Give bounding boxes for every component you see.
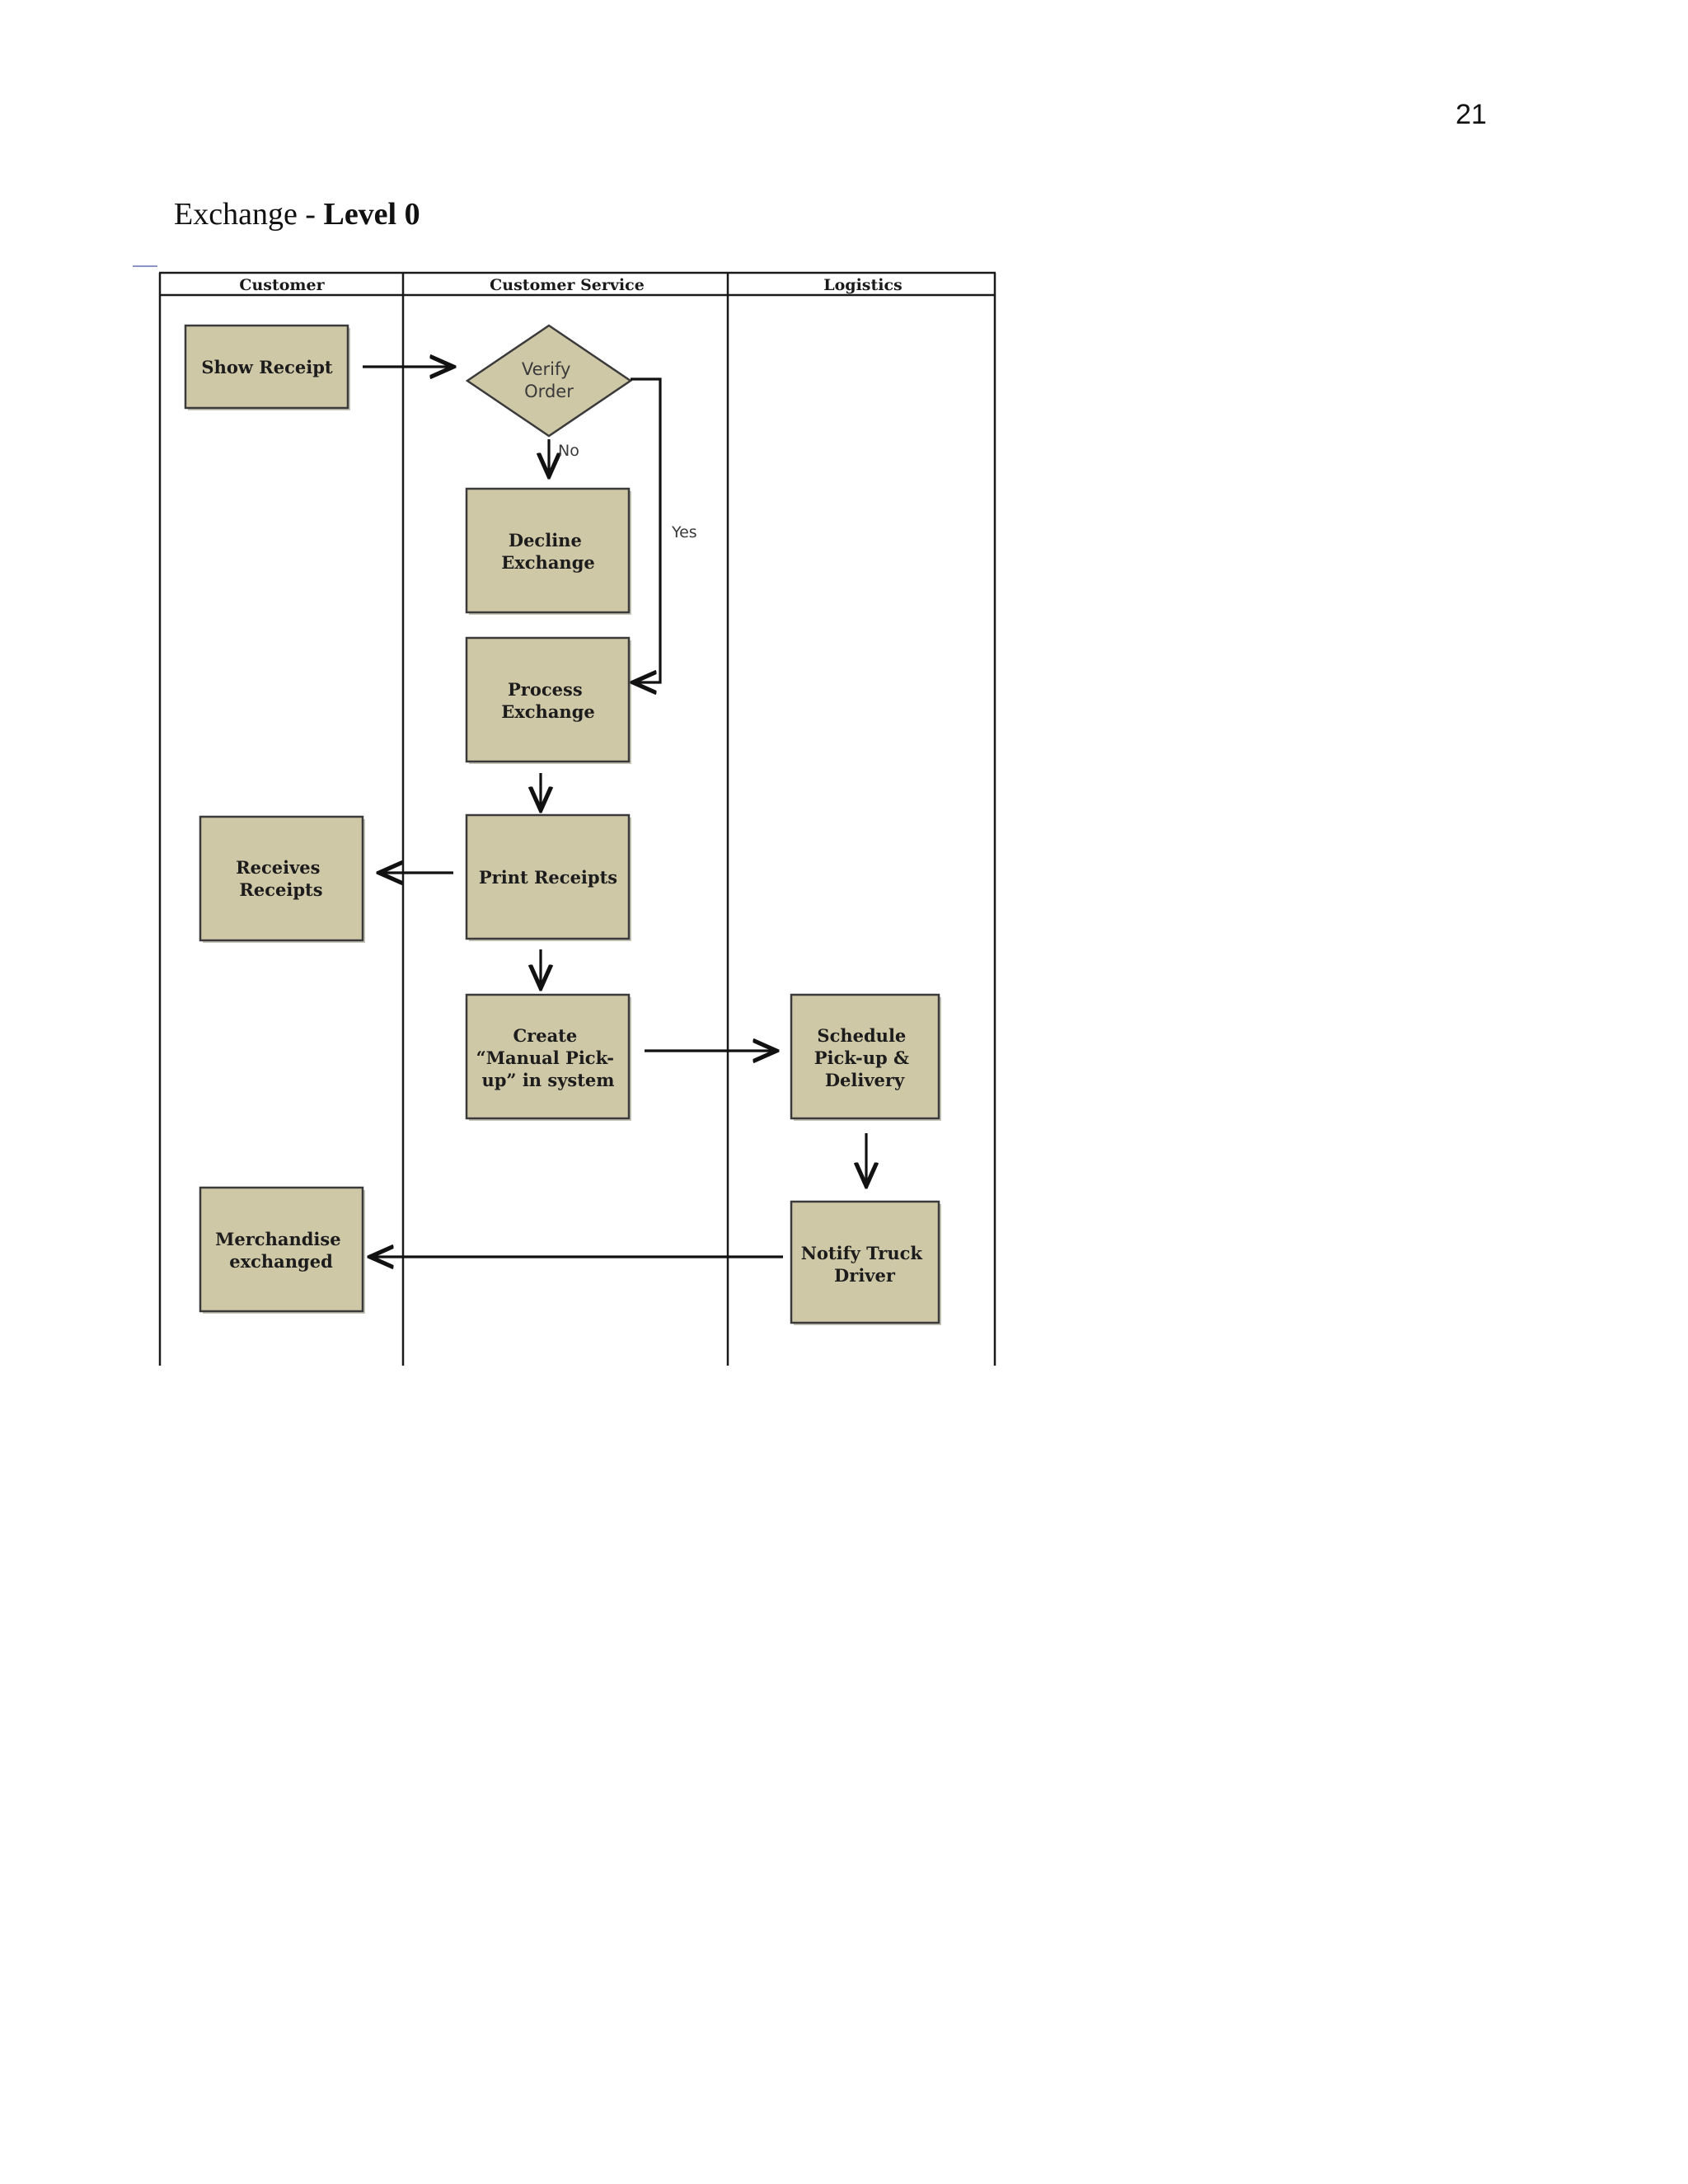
node-receives-receipts: Receives Receipts — [199, 815, 365, 943]
edge-label-yes: Yes — [671, 523, 697, 541]
arrow-verify-yes-to-process — [631, 377, 662, 682]
node-merchandise-exchanged: Merchandise exchanged — [199, 1186, 365, 1314]
node-decline-exchange-label: Decline Exchange — [501, 530, 595, 573]
node-print-receipts-label: Print Receipts — [479, 867, 617, 888]
node-decline-exchange: Decline Exchange — [465, 487, 631, 615]
node-notify-truck-driver: Notify Truck Driver — [790, 1200, 941, 1325]
edge-label-no: No — [558, 442, 579, 460]
page-title: Exchange - Level 0 — [174, 196, 420, 232]
node-create-manual-pickup-label: Create “Manual Pick- up” in system — [476, 1025, 621, 1090]
node-schedule-pickup-delivery: Schedule Pick-up & Delivery — [790, 993, 941, 1121]
page-title-level: Level 0 — [323, 197, 420, 232]
decision-verify-order-label: Verify Order — [522, 359, 576, 401]
node-notify-truck-driver-label: Notify Truck Driver — [801, 1243, 929, 1286]
node-show-receipt: Show Receipt — [184, 324, 350, 410]
node-process-exchange: Process Exchange — [465, 636, 631, 764]
lane-header-logistics: Logistics — [823, 276, 903, 294]
swimlane-frame — [158, 271, 996, 1366]
page-number: 21 — [1456, 99, 1487, 130]
node-receives-receipts-label: Receives Receipts — [236, 857, 326, 900]
page-title-prefix: Exchange - — [174, 197, 324, 232]
decision-verify-order: Verify Order — [465, 324, 633, 438]
lane-header-customer-service: Customer Service — [490, 276, 645, 294]
margin-mark — [133, 265, 157, 267]
node-process-exchange-label: Process Exchange — [501, 679, 595, 722]
node-schedule-pickup-delivery-label: Schedule Pick-up & Delivery — [814, 1025, 916, 1090]
lane-header-customer: Customer — [239, 276, 325, 294]
node-print-receipts: Print Receipts — [465, 813, 631, 941]
node-create-manual-pickup: Create “Manual Pick- up” in system — [465, 993, 631, 1121]
node-merchandise-exchanged-label: Merchandise exchanged — [215, 1229, 347, 1272]
node-show-receipt-label: Show Receipt — [201, 357, 332, 377]
